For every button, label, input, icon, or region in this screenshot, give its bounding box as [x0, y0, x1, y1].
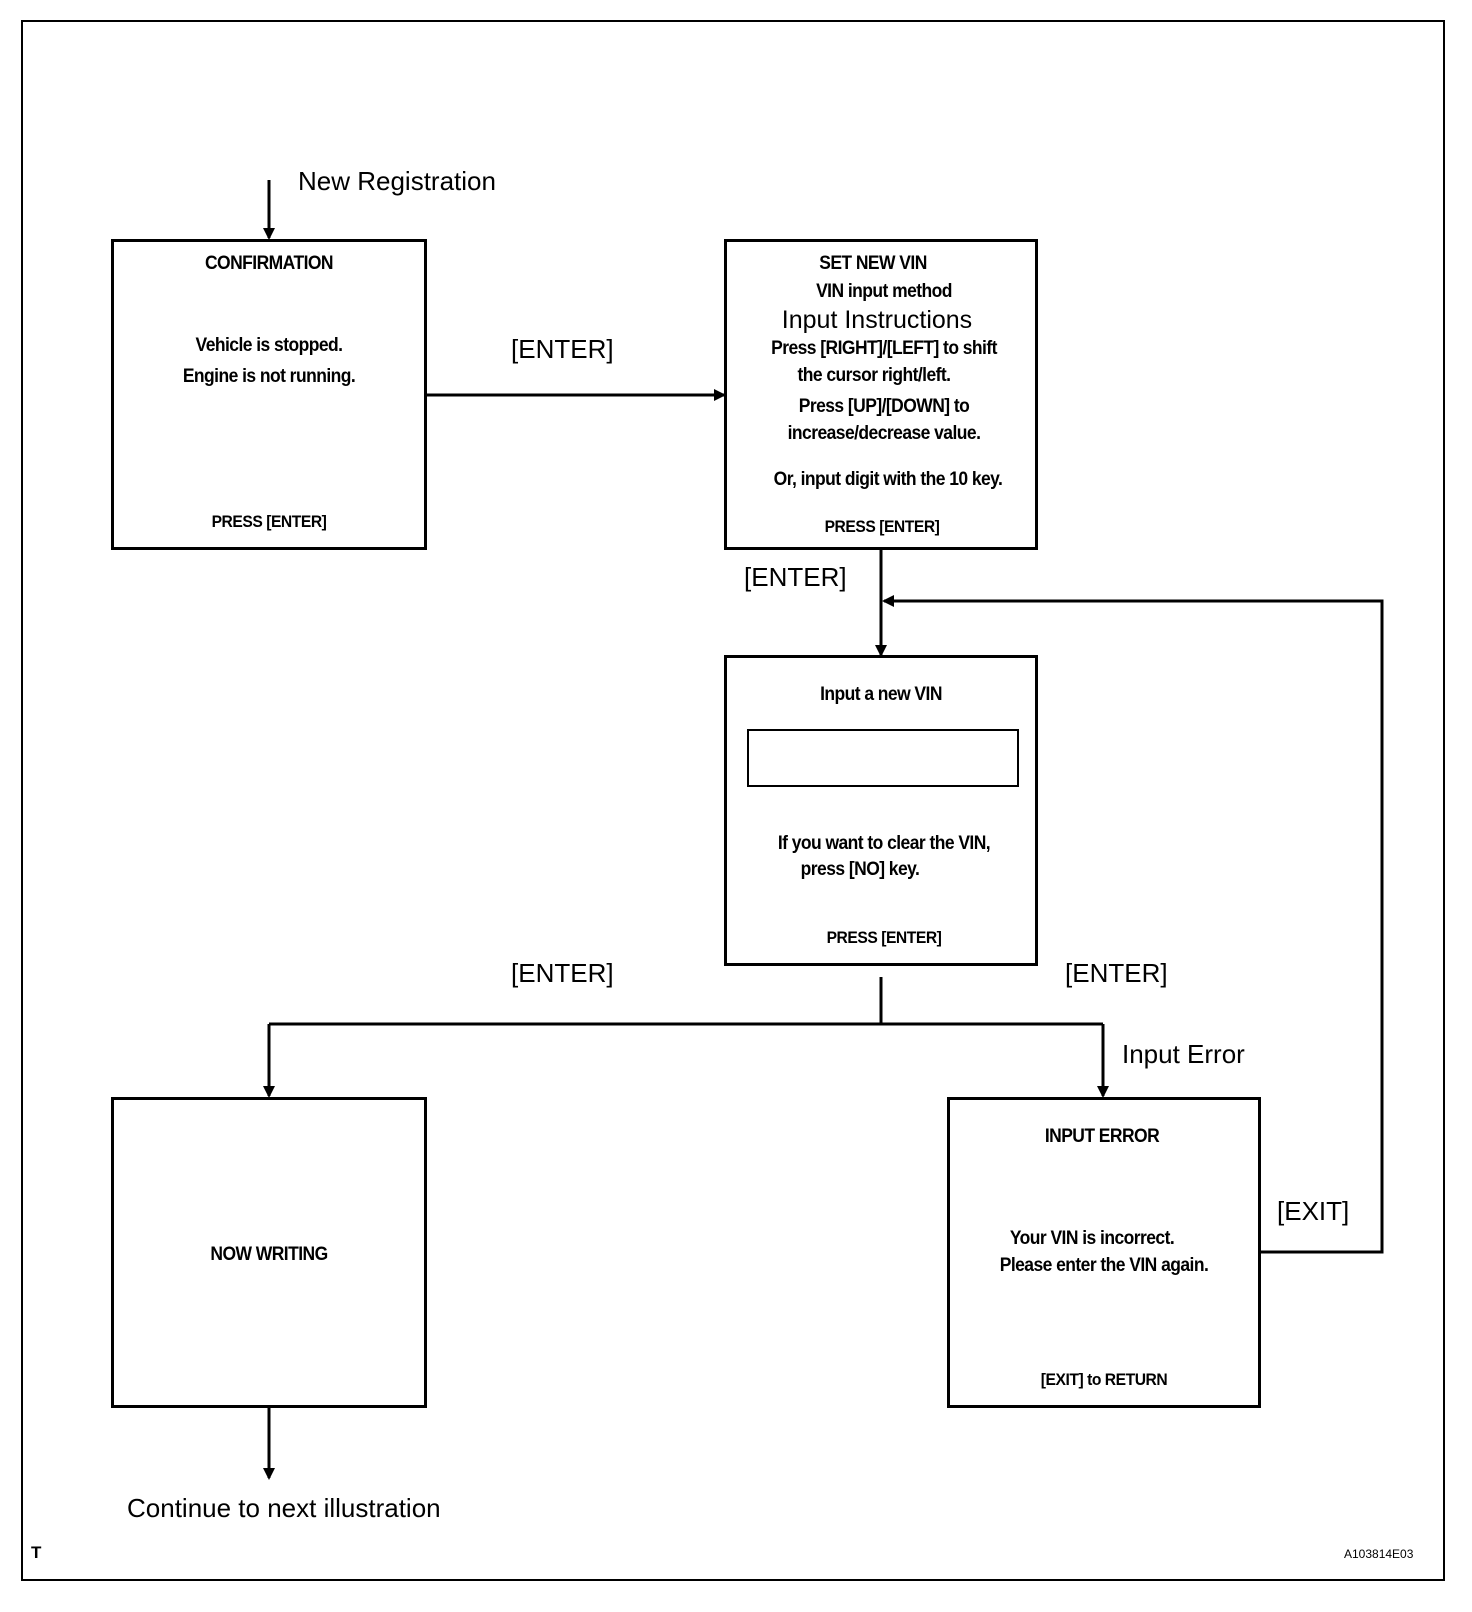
- confirmation-screen: CONFIRMATION Vehicle is stopped. Engine …: [111, 239, 427, 550]
- set-new-vin-subtitle: VIN input method: [816, 281, 952, 302]
- confirmation-title: CONFIRMATION: [204, 253, 334, 274]
- vin-input-field[interactable]: [747, 729, 1019, 787]
- new-registration-label: New Registration: [298, 166, 496, 196]
- input-error-title: INPUT ERROR: [1044, 1126, 1160, 1147]
- input-error-label: Input Error: [1122, 1039, 1245, 1069]
- set-new-vin-title: SET NEW VIN: [819, 253, 927, 274]
- input-vin-footer: PRESS [ENTER]: [826, 928, 942, 947]
- instruction-line-5: Or, input digit with the 10 key.: [773, 469, 1003, 490]
- instruction-line-2: the cursor right/left.: [797, 365, 952, 386]
- input-error-screen: INPUT ERROR Your VIN is incorrect. Pleas…: [947, 1097, 1261, 1408]
- now-writing-screen: NOW WRITING: [111, 1097, 427, 1408]
- input-error-line-2: Please enter the VIN again.: [999, 1255, 1209, 1276]
- figure-code: A103814E03: [1344, 1547, 1414, 1561]
- continue-label: Continue to next illustration: [127, 1493, 441, 1523]
- input-vin-line-1: If you want to clear the VIN,: [777, 833, 991, 854]
- set-new-vin-footer: PRESS [ENTER]: [824, 517, 940, 536]
- enter-label-left: [ENTER]: [511, 958, 614, 988]
- instruction-line-1: Press [RIGHT]/[LEFT] to shift: [771, 338, 997, 359]
- input-vin-title: Input a new VIN: [820, 684, 942, 705]
- input-error-footer: [EXIT] to RETURN: [1040, 1370, 1168, 1389]
- set-new-vin-screen: SET NEW VIN VIN input method Input Instr…: [724, 239, 1038, 550]
- enter-label-1: [ENTER]: [511, 334, 614, 364]
- input-error-line-1: Your VIN is incorrect.: [1009, 1228, 1175, 1249]
- diagram-frame: [21, 20, 1445, 1581]
- input-vin-screen: Input a new VIN If you want to clear the…: [724, 655, 1038, 966]
- instruction-line-3: Press [UP]/[DOWN] to: [798, 396, 970, 417]
- corner-letter: T: [31, 1543, 42, 1562]
- confirmation-line-1: Vehicle is stopped.: [195, 335, 343, 356]
- now-writing-title: NOW WRITING: [210, 1244, 328, 1265]
- confirmation-line-2: Engine is not running.: [182, 366, 356, 387]
- exit-loop-line: [882, 595, 1384, 1254]
- input-vin-line-2: press [NO] key.: [800, 859, 920, 880]
- exit-label: [EXIT]: [1277, 1196, 1350, 1226]
- confirmation-footer: PRESS [ENTER]: [211, 512, 327, 531]
- enter-label-right: [ENTER]: [1065, 958, 1168, 988]
- input-instructions-heading: Input Instructions: [781, 306, 973, 334]
- instruction-line-4: increase/decrease value.: [787, 423, 981, 444]
- enter-label-2: [ENTER]: [744, 562, 847, 592]
